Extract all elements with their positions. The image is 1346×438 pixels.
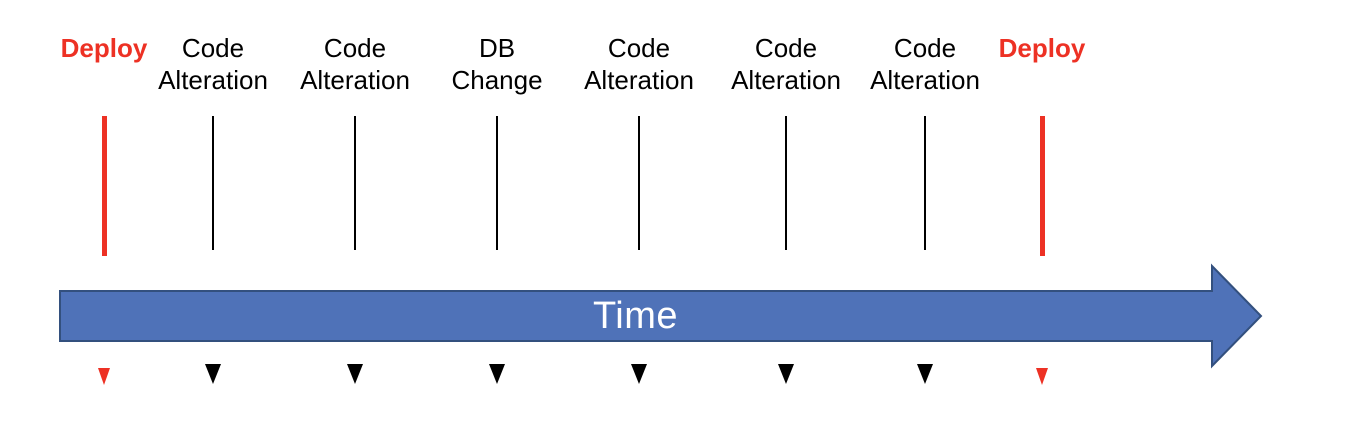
event-label-5: Code Alteration bbox=[584, 33, 694, 95]
event-label-8: Deploy bbox=[998, 33, 1086, 63]
time-arrow-shape bbox=[59, 263, 1263, 369]
arrow-head bbox=[97, 368, 110, 385]
event-label-2: Code Alteration bbox=[158, 33, 268, 95]
arrow-stem bbox=[924, 116, 926, 250]
arrow-stem bbox=[785, 116, 787, 250]
arrow-head bbox=[1035, 368, 1048, 385]
event-label-3: Code Alteration bbox=[300, 33, 410, 95]
event-label-7: Code Alteration bbox=[870, 33, 980, 95]
event-label-6: Code Alteration bbox=[731, 33, 841, 95]
arrow-stem bbox=[354, 116, 356, 250]
arrow-stem bbox=[496, 116, 498, 250]
arrow-head bbox=[205, 364, 221, 384]
arrow-head bbox=[778, 364, 794, 384]
arrow-stem bbox=[638, 116, 640, 250]
event-label-1: Deploy bbox=[60, 33, 148, 63]
time-axis-label: Time bbox=[592, 295, 679, 337]
arrow-stem bbox=[101, 116, 107, 256]
arrow-head bbox=[347, 364, 363, 384]
event-label-4: DB Change bbox=[451, 33, 543, 95]
arrow-head bbox=[489, 364, 505, 384]
time-axis-arrow bbox=[59, 263, 1263, 369]
arrow-stem bbox=[1039, 116, 1045, 256]
arrow-head bbox=[631, 364, 647, 384]
arrow-head bbox=[917, 364, 933, 384]
arrow-stem bbox=[212, 116, 214, 250]
